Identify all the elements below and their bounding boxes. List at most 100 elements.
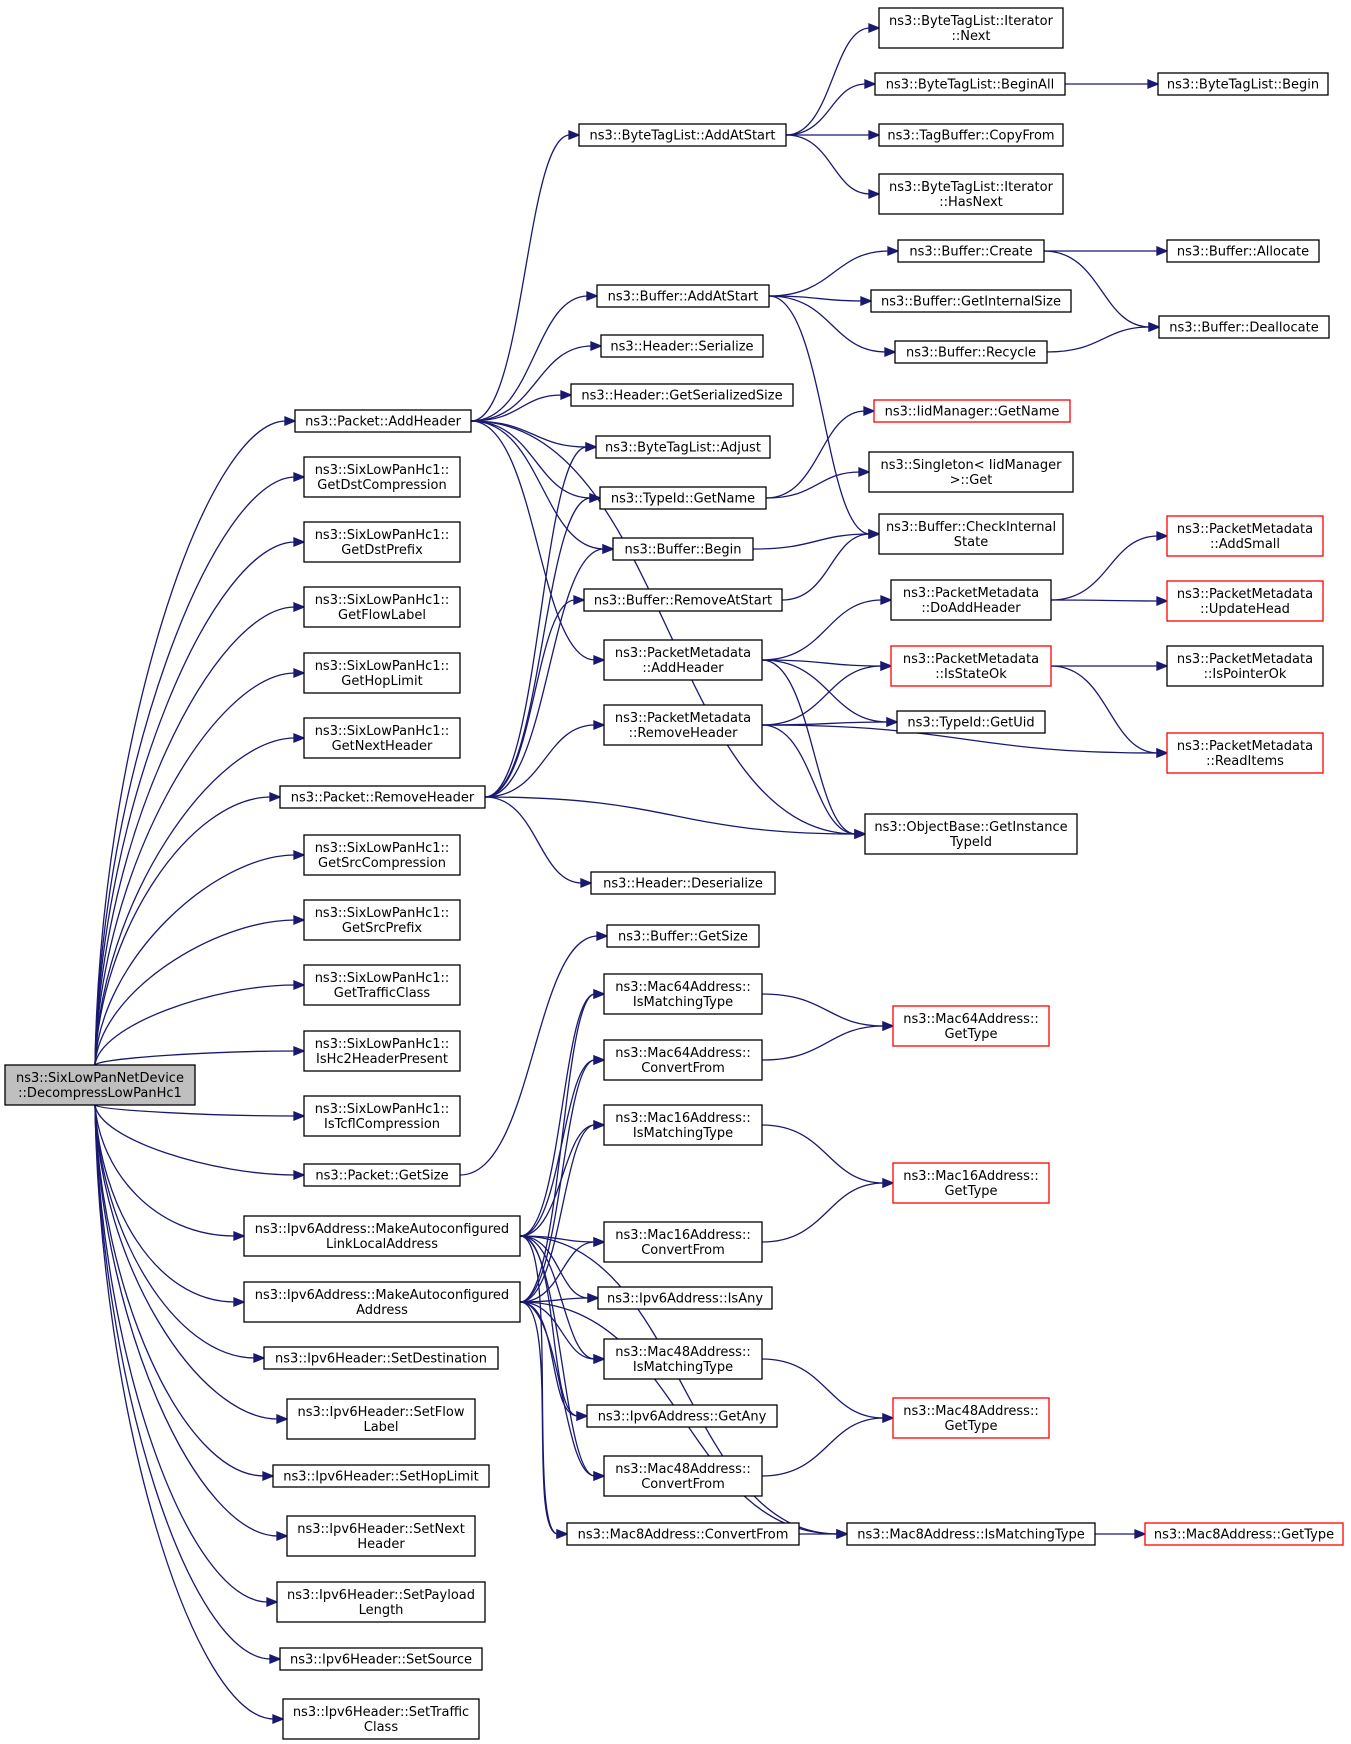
function-node-btl-adjust[interactable]: ns3::ByteTagList::Adjust (595, 435, 771, 459)
function-node-m8-convert[interactable]: ns3::Mac8Address::ConvertFrom (566, 1522, 800, 1546)
node-box (864, 813, 1078, 855)
function-node-hc1-getsrcprefix[interactable]: ns3::SixLowPanHc1::GetSrcPrefix (303, 899, 461, 941)
function-node-m48-gettype[interactable]: ns3::Mac48Address::GetType (892, 1397, 1050, 1439)
function-node-pkt-removeheader[interactable]: ns3::Packet::RemoveHeader (279, 785, 486, 809)
function-node-hc1-ishc2[interactable]: ns3::SixLowPanHc1::IsHc2HeaderPresent (303, 1030, 461, 1072)
call-edge (519, 1301, 569, 1539)
node-box (892, 1397, 1050, 1439)
function-node-pm-addsmall[interactable]: ns3::PacketMetadata::AddSmall (1166, 515, 1324, 557)
function-node-hc1-gethoplimit[interactable]: ns3::SixLowPanHc1::GetHopLimit (303, 652, 461, 694)
function-node-m8-gettype[interactable]: ns3::Mac8Address::GetType (1144, 1522, 1344, 1546)
function-node-hc1-getdstprefix[interactable]: ns3::SixLowPanHc1::GetDstPrefix (303, 521, 461, 563)
function-node-pm-ispointerok[interactable]: ns3::PacketMetadata::IsPointerOk (1166, 645, 1324, 687)
function-node-header-getsersize[interactable]: ns3::Header::GetSerializedSize (570, 383, 794, 407)
node-box (603, 704, 763, 746)
function-node-header-deserialize[interactable]: ns3::Header::Deserialize (590, 871, 776, 895)
function-node-pkt-addheader[interactable]: ns3::Packet::AddHeader (294, 409, 472, 433)
function-node-ipv6-isany[interactable]: ns3::Ipv6Address::IsAny (597, 1286, 773, 1310)
call-edge (470, 291, 599, 422)
node-label-line: ns3::ByteTagList::BeginAll (886, 78, 1054, 93)
function-node-hc1-getflowlabel[interactable]: ns3::SixLowPanHc1::GetFlowLabel (303, 586, 461, 628)
node-box (878, 123, 1064, 147)
function-node-buf-recycle[interactable]: ns3::Buffer::Recycle (894, 340, 1048, 364)
function-node-hc1-getsrccomp[interactable]: ns3::SixLowPanHc1::GetSrcCompression (303, 834, 461, 876)
node-label-line: ns3::Buffer::Deallocate (1169, 321, 1318, 336)
function-node-btl-addatstart[interactable]: ns3::ByteTagList::AddAtStart (578, 123, 787, 147)
node-label-line: ns3::SixLowPanHc1:: (315, 1037, 450, 1052)
function-node-tagbuf-copyfrom[interactable]: ns3::TagBuffer::CopyFrom (878, 123, 1064, 147)
function-node-hc1-getnextheader[interactable]: ns3::SixLowPanHc1::GetNextHeader (303, 717, 461, 759)
function-node-buf-addatstart[interactable]: ns3::Buffer::AddAtStart (596, 284, 770, 308)
function-node-ipv6-makeac[interactable]: ns3::Ipv6Address::MakeAutoconfiguredAddr… (243, 1281, 521, 1323)
node-label-line: GetType (944, 1027, 997, 1042)
call-edge (1050, 531, 1169, 601)
function-node-btl-beginall[interactable]: ns3::ByteTagList::BeginAll (874, 72, 1066, 96)
node-label-line: ::AddSmall (1210, 537, 1280, 552)
function-node-pm-addheader[interactable]: ns3::PacketMetadata::AddHeader (603, 639, 763, 681)
node-box (303, 717, 461, 759)
function-node-btli-next[interactable]: ns3::ByteTagList::Iterator::Next (878, 7, 1064, 49)
function-node-hdr-setdest[interactable]: ns3::Ipv6Header::SetDestination (263, 1346, 499, 1370)
call-edge (768, 246, 900, 297)
function-node-m48-ismatch[interactable]: ns3::Mac48Address::IsMatchingType (603, 1338, 763, 1380)
node-box (303, 652, 461, 694)
node-label-line: ns3::Buffer::Recycle (906, 346, 1036, 361)
node-label-line: ns3::Singleton< IidManager (880, 458, 1062, 473)
function-node-buf-begin[interactable]: ns3::Buffer::Begin (612, 537, 754, 561)
function-node-m16-gettype[interactable]: ns3::Mac16Address::GetType (892, 1162, 1050, 1204)
node-box (596, 284, 770, 308)
function-node-pm-readitems[interactable]: ns3::PacketMetadata::ReadItems (1166, 732, 1324, 774)
function-node-m64-gettype[interactable]: ns3::Mac64Address::GetType (892, 1005, 1050, 1047)
function-node-pm-doaddheader[interactable]: ns3::PacketMetadata::DoAddHeader (890, 579, 1052, 621)
function-node-pm-updatehead[interactable]: ns3::PacketMetadata::UpdateHead (1166, 580, 1324, 622)
function-node-btli-hasnext[interactable]: ns3::ByteTagList::Iterator::HasNext (878, 173, 1064, 215)
call-edge (761, 1413, 895, 1477)
function-node-typeid-getuid[interactable]: ns3::TypeId::GetUid (896, 710, 1046, 734)
function-node-m16-ismatch[interactable]: ns3::Mac16Address::IsMatchingType (603, 1104, 763, 1146)
function-node-buf-getinternalsize[interactable]: ns3::Buffer::GetInternalSize (870, 289, 1072, 313)
function-node-hc1-getdstcomp[interactable]: ns3::SixLowPanHc1::GetDstCompression (303, 456, 461, 498)
function-node-hdr-setsource[interactable]: ns3::Ipv6Header::SetSource (279, 1647, 483, 1671)
function-node-buf-getsize[interactable]: ns3::Buffer::GetSize (606, 924, 760, 948)
root-function-node[interactable]: ns3::SixLowPanNetDevice::DecompressLowPa… (4, 1064, 196, 1106)
function-node-buf-removeatstart[interactable]: ns3::Buffer::RemoveAtStart (583, 588, 783, 612)
function-node-m8-ismatch[interactable]: ns3::Mac8Address::IsMatchingType (846, 1522, 1096, 1546)
call-edge (94, 1104, 246, 1307)
function-node-m16-convert[interactable]: ns3::Mac16Address::ConvertFrom (603, 1221, 763, 1263)
node-label-line: ns3::Packet::AddHeader (305, 415, 461, 430)
function-node-pm-isstateok[interactable]: ns3::PacketMetadata::IsStateOk (890, 645, 1052, 687)
function-node-iid-getname[interactable]: ns3::IidManager::GetName (873, 399, 1071, 423)
call-edge (765, 406, 876, 499)
function-node-typeid-getname[interactable]: ns3::TypeId::GetName (599, 486, 767, 510)
call-edge (798, 1529, 849, 1539)
node-label-line: ns3::Ipv6Header::SetHopLimit (283, 1470, 479, 1485)
call-edge (752, 529, 881, 550)
function-node-pm-removeheader[interactable]: ns3::PacketMetadata::RemoveHeader (603, 704, 763, 746)
function-node-m64-convert[interactable]: ns3::Mac64Address::ConvertFrom (603, 1039, 763, 1081)
function-node-ipv6-makell[interactable]: ns3::Ipv6Address::MakeAutoconfiguredLink… (243, 1215, 521, 1257)
function-node-singleton-get[interactable]: ns3::Singleton< IidManager>::Get (868, 451, 1074, 493)
function-node-buf-create[interactable]: ns3::Buffer::Create (897, 239, 1045, 263)
function-node-buf-allocate[interactable]: ns3::Buffer::Allocate (1166, 239, 1320, 263)
call-edge (470, 341, 603, 422)
function-node-buf-deallocate[interactable]: ns3::Buffer::Deallocate (1158, 315, 1330, 339)
function-node-m64-ismatch[interactable]: ns3::Mac64Address::IsMatchingType (603, 973, 763, 1015)
function-node-m48-convert[interactable]: ns3::Mac48Address::ConvertFrom (603, 1455, 763, 1497)
function-node-hc1-istcfl[interactable]: ns3::SixLowPanHc1::IsTcflCompression (303, 1095, 461, 1137)
function-node-hdr-sethop[interactable]: ns3::Ipv6Header::SetHopLimit (272, 1464, 490, 1488)
call-edge (761, 1178, 895, 1243)
function-node-hc1-gettrafficclass[interactable]: ns3::SixLowPanHc1::GetTrafficClass (303, 964, 461, 1006)
function-node-ipv6-getany[interactable]: ns3::Ipv6Address::GetAny (586, 1404, 778, 1428)
call-edge (765, 467, 871, 499)
function-node-header-serialize[interactable]: ns3::Header::Serialize (600, 334, 764, 358)
function-node-btl-begin[interactable]: ns3::ByteTagList::Begin (1157, 72, 1329, 96)
function-node-pkt-getsize[interactable]: ns3::Packet::GetSize (303, 1163, 461, 1187)
call-edge (470, 420, 615, 554)
